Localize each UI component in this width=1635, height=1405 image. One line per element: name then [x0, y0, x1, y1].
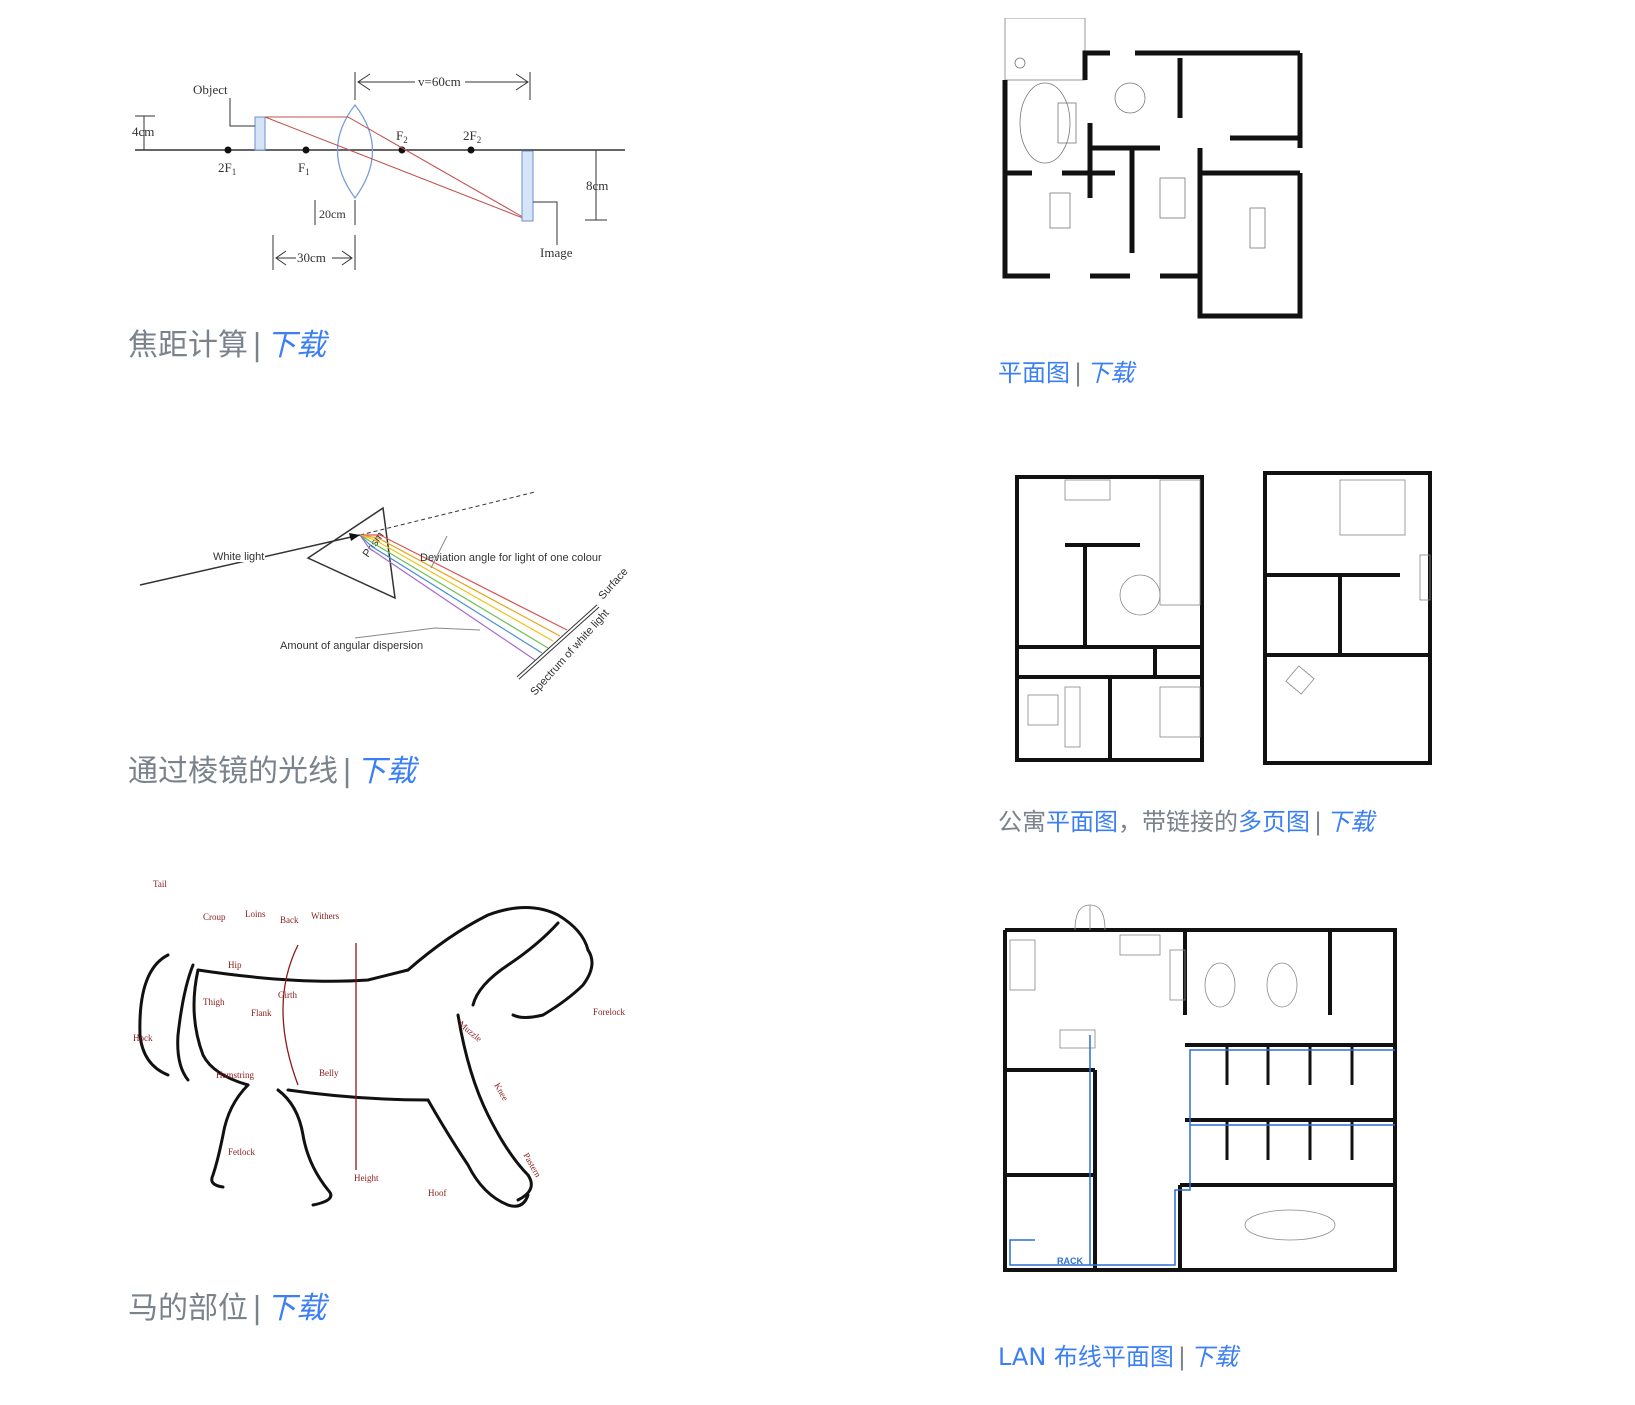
horse-label-hamstring: Hamstring — [216, 1070, 254, 1080]
caption-separator: | — [1177, 1343, 1187, 1371]
caption-separator: | — [252, 328, 263, 363]
caption-separator: | — [342, 754, 353, 789]
height-image-label: 8cm — [586, 178, 608, 193]
caption-floor-plan: 平面图|下载 — [998, 358, 1134, 388]
floor-plan-diagram — [1000, 18, 1320, 320]
caption-title: 通过棱镜的光线 — [128, 754, 338, 789]
caption-prefix: 公寓 — [998, 808, 1046, 836]
image-label: Image — [540, 245, 573, 260]
focal-length-label: 20cm — [319, 207, 346, 221]
horse-label-flank: Flank — [251, 1008, 272, 1018]
image-distance-label: v=60cm — [418, 74, 461, 89]
caption-title: 马的部位 — [128, 1291, 248, 1326]
caption-separator: | — [1074, 359, 1083, 387]
floor-plan-link[interactable]: 平面图 — [1046, 808, 1118, 836]
surface-label: Surface — [596, 566, 630, 602]
2f1-label: 2F1 — [218, 160, 236, 177]
caption-separator: | — [1314, 808, 1323, 836]
object-distance-label: 30cm — [297, 250, 326, 265]
caption-focal-length: 焦距计算|下载 — [128, 327, 326, 365]
floor-plan-link[interactable]: 平面图 — [998, 359, 1070, 387]
deviation-angle-label: Deviation angle for light of one colour — [420, 552, 602, 564]
horse-parts-diagram: Tail Mane Croup Loins Back Withers Hip T… — [128, 875, 628, 1235]
horse-label-croup: Croup — [203, 912, 226, 922]
download-link[interactable]: 下载 — [356, 754, 417, 789]
horse-label-thigh: Thigh — [203, 997, 225, 1007]
horse-label-hip: Hip — [228, 960, 242, 970]
rack-label: RACK — [1057, 1256, 1083, 1266]
horse-label-hock: Hock — [133, 1033, 153, 1043]
white-light-label: White light — [213, 551, 264, 563]
caption-apartment: 公寓平面图，带链接的多页图|下载 — [998, 807, 1374, 837]
prism-diagram: White light Prism Surface Spectrum of wh… — [135, 478, 635, 708]
horse-label-belly: Belly — [319, 1068, 339, 1078]
lan-floor-plan-link[interactable]: LAN 布线平面图 — [998, 1343, 1174, 1371]
download-link[interactable]: 下载 — [266, 1291, 327, 1326]
horse-label-loins: Loins — [245, 909, 266, 919]
caption-prism: 通过棱镜的光线|下载 — [128, 753, 416, 791]
horse-label-girth: Girth — [278, 990, 297, 1000]
horse-label-tail: Tail — [153, 879, 167, 889]
caption-separator: | — [252, 1291, 263, 1326]
angular-dispersion-label: Amount of angular dispersion — [280, 640, 423, 652]
horse-label-pastern: Pastern — [521, 1151, 543, 1179]
lan-floor-plan-diagram: RACK — [1000, 900, 1400, 1310]
download-link[interactable]: 下载 — [1086, 359, 1135, 387]
horse-label-forelock: Forelock — [593, 1007, 625, 1017]
download-link[interactable]: 下载 — [266, 328, 327, 363]
horse-label-height: Height — [354, 1173, 379, 1183]
multi-page-link[interactable]: 多页图 — [1238, 808, 1310, 836]
caption-horse: 马的部位|下载 — [128, 1290, 326, 1328]
horse-label-back: Back — [280, 915, 299, 925]
horse-label-fetlock: Fetlock — [228, 1147, 255, 1157]
horse-label-knee: Knee — [492, 1081, 510, 1102]
apartment-floor-plan-diagram — [1000, 455, 1500, 765]
height-object-label: 4cm — [132, 124, 154, 139]
object-label: Object — [193, 82, 228, 97]
horse-label-withers: Withers — [311, 911, 340, 921]
horse-label-hoof: Hoof — [428, 1188, 447, 1198]
caption-middle: ，带链接的 — [1118, 808, 1238, 836]
focal-length-diagram: 4cm Object 2F1 F1 F2 2F2 Image 8cm v=6 — [130, 60, 630, 280]
f1-label: F1 — [298, 160, 310, 177]
download-link[interactable]: 下载 — [1190, 1343, 1239, 1371]
2f2-label: 2F2 — [463, 128, 481, 145]
download-link[interactable]: 下载 — [1326, 808, 1375, 836]
caption-lan: LAN 布线平面图|下载 — [998, 1342, 1238, 1372]
f2-label: F2 — [396, 128, 408, 145]
caption-title: 焦距计算 — [128, 328, 248, 363]
